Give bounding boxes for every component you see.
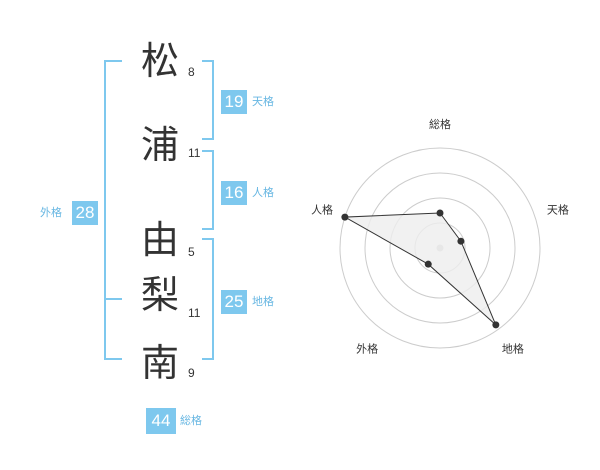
stroke-count-1: 8 [188,65,195,79]
stroke-count-5: 9 [188,366,195,380]
jinkaku-label: 人格 [252,186,274,199]
radar-point-1 [436,209,444,217]
soukaku-label: 総格 [180,414,202,427]
name-char-3: 由 [140,218,179,262]
radar-axis-label-5: 人格 [311,203,333,217]
name-char-5: 南 [140,341,179,385]
chikaku-value-badge: 25 [221,290,247,314]
radar-point-4 [424,260,432,268]
chikaku-label: 地格 [252,295,274,308]
name-char-4: 梨 [140,273,179,317]
stroke-count-3: 5 [188,245,195,259]
radar-point-5 [341,213,349,221]
radar-axis-label-4: 外格 [356,341,378,355]
tenkaku-value-badge: 19 [221,90,247,114]
tenkaku-label: 天格 [252,95,274,108]
radar-axis-label-1: 総格 [429,117,451,131]
radar-ring [389,197,491,299]
radar-axis-label-3: 地格 [502,341,524,355]
jinkaku-value-badge: 16 [221,181,247,205]
name-char-2: 浦 [140,123,179,167]
stroke-count-4: 11 [188,306,201,320]
radar-ring [339,147,541,349]
name-char-1: 松 [140,39,179,83]
gaikaku-label: 外格 [40,206,62,219]
soukaku-value-badge: 44 [146,408,176,434]
gaikaku-value-badge: 28 [72,201,98,225]
radar-axis-label-2: 天格 [547,203,569,217]
radar-point-2 [457,237,465,245]
radar-points [341,209,500,329]
radar-point-3 [492,321,500,329]
radar-ring [364,172,516,324]
stroke-count-2: 11 [188,146,201,160]
